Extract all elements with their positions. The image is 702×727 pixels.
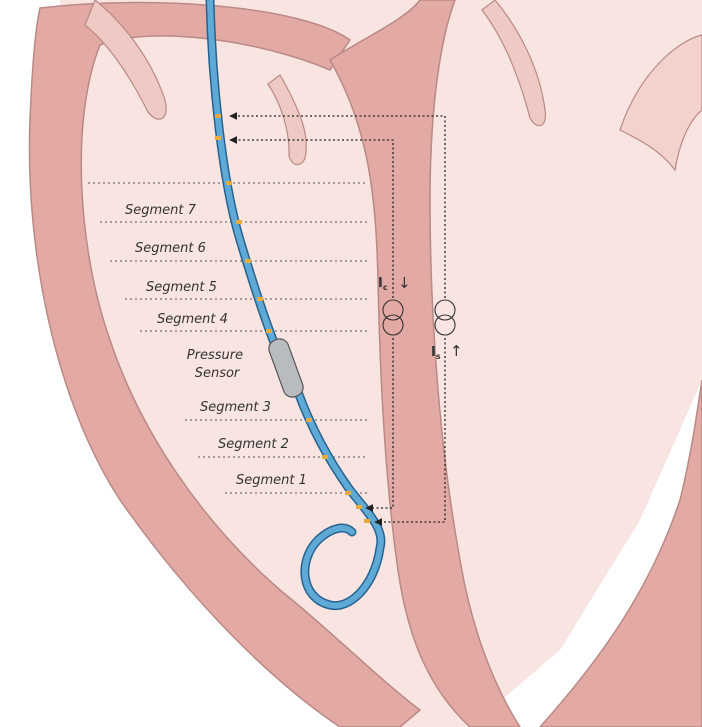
segment-3-label: Segment 3 xyxy=(200,400,271,415)
segment-1-label: Segment 1 xyxy=(236,473,307,488)
electrode xyxy=(364,519,370,523)
segment-6-label: Segment 6 xyxy=(135,241,206,256)
electrode xyxy=(215,136,221,140)
segment-4-label: Segment 4 xyxy=(157,312,228,327)
source-direction-arrow: ↑ xyxy=(450,342,463,360)
segment-2-label: Segment 2 xyxy=(218,437,289,452)
electrode xyxy=(236,220,242,224)
pressure-sensor-label-line2: Sensor xyxy=(195,366,241,381)
electrode xyxy=(322,455,328,459)
pressure-sensor-label-line1: Pressure xyxy=(187,348,243,363)
electrode xyxy=(257,297,263,301)
segment-5-label: Segment 5 xyxy=(146,280,217,295)
electrode xyxy=(306,418,312,422)
electrode xyxy=(245,259,251,263)
conductance-direction-arrow: ↓ xyxy=(398,274,411,292)
segment-7-label: Segment 7 xyxy=(125,203,197,218)
electrode xyxy=(226,181,232,185)
electrode xyxy=(345,491,351,495)
electrode xyxy=(356,505,362,509)
electrode xyxy=(215,114,221,118)
electrode xyxy=(266,329,272,333)
